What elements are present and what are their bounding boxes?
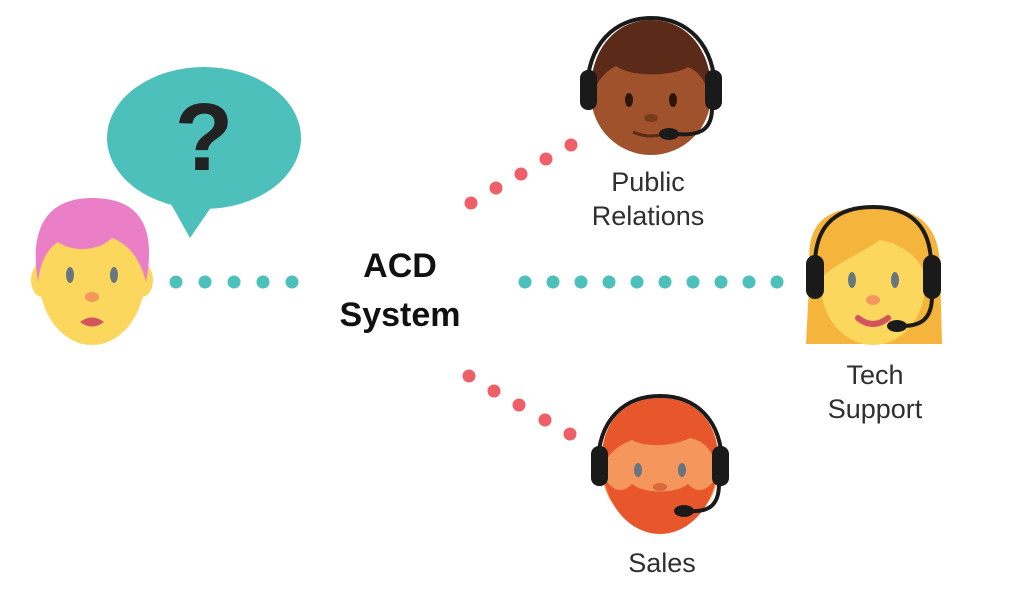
public-relations-label-line2: Relations — [591, 200, 705, 231]
sales-agent-avatar — [591, 393, 729, 534]
tech-support-label-line2: Support — [827, 393, 923, 424]
tech-support-label: Tech Support — [795, 359, 955, 427]
public-relations-label-line1: Public — [611, 167, 685, 197]
hub-to-tech-support-connector — [518, 275, 784, 289]
acd-system-label-line1: ACD — [363, 247, 437, 285]
speech-bubble: ? — [107, 67, 301, 238]
acd-system-label: ACD System — [318, 242, 482, 341]
headset-icon — [591, 393, 729, 517]
acd-system-label-line2: System — [339, 296, 461, 335]
hub-to-sales-connector — [462, 369, 577, 441]
tech-support-label-line1: Tech — [846, 360, 904, 390]
public-relations-agent-avatar — [580, 15, 722, 155]
caller-to-hub-connector — [169, 275, 299, 289]
caller-avatar — [31, 198, 153, 345]
tech-support-agent-avatar — [806, 204, 942, 345]
sales-label-line1: Sales — [628, 548, 696, 578]
headset-icon — [580, 15, 722, 140]
sales-label: Sales — [600, 547, 724, 581]
hub-to-public-relations-connector — [464, 138, 578, 210]
question-mark-icon: ? — [175, 84, 234, 191]
headset-icon — [806, 204, 941, 332]
public-relations-label: Public Relations — [563, 166, 733, 234]
